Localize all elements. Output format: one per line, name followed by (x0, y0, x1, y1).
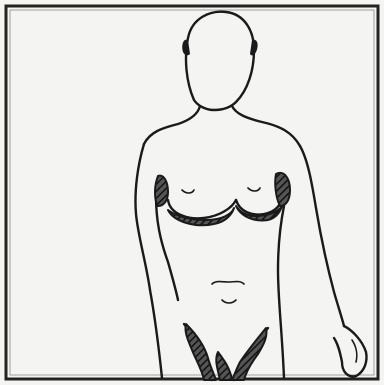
axilla-left-shading (155, 176, 168, 206)
neck-left (144, 106, 200, 144)
groin-right-shading (232, 328, 267, 380)
groin-left-shading (185, 324, 216, 380)
abdomen-line (212, 282, 244, 285)
right-nipple (248, 188, 260, 191)
right-arm-outer (300, 146, 344, 326)
right-thumb (352, 340, 357, 362)
neck-right (232, 106, 300, 146)
left-nipple (182, 190, 194, 193)
head-outline (186, 12, 254, 110)
right-torso-inner (278, 206, 284, 378)
axilla-right-shading (275, 173, 290, 206)
left-ear (182, 40, 190, 56)
right-ear (250, 40, 258, 56)
pubic-center-shading (216, 352, 232, 380)
right-hand (334, 326, 367, 376)
navel (222, 300, 236, 303)
